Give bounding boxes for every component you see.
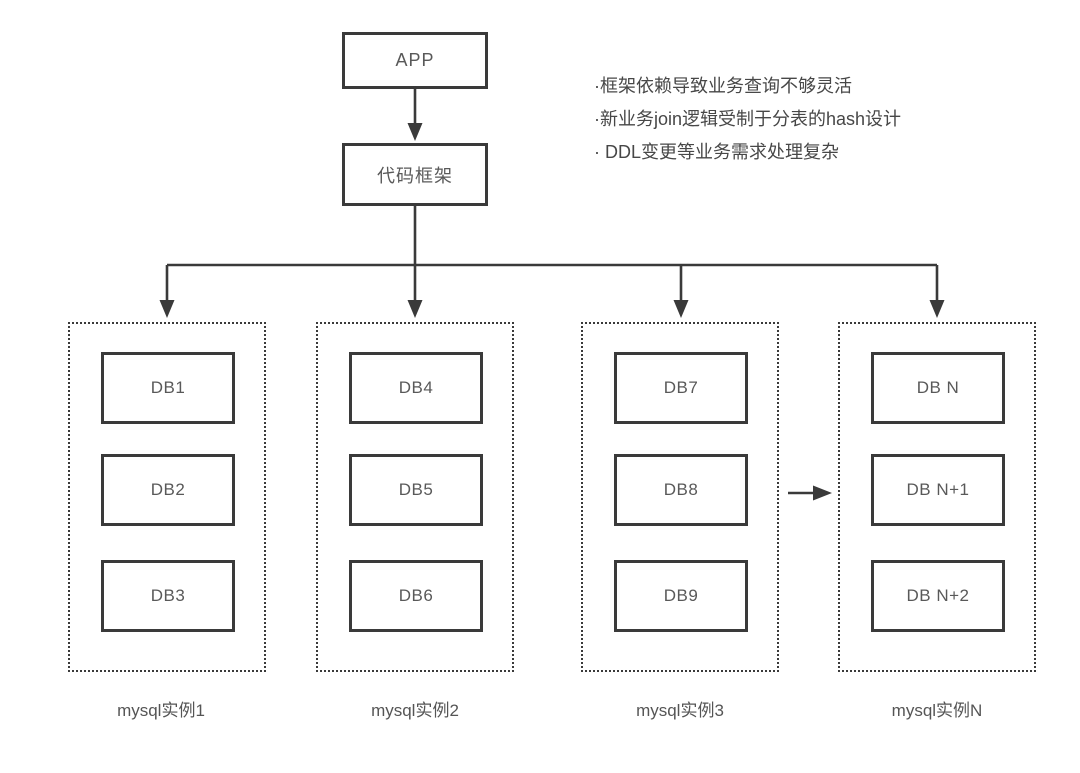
db-label: DB N+1 — [906, 480, 970, 499]
db-label: DB8 — [663, 480, 699, 499]
db-node: DB3 — [101, 560, 235, 632]
db-node: DB7 — [614, 352, 748, 424]
code-framework-label: 代码框架 — [377, 165, 453, 186]
mysql-instance-2-label: mysql实例2 — [371, 701, 459, 720]
mysql-instance-1-group: DB1 DB2 DB3 — [68, 322, 266, 672]
db-node: DB N — [871, 352, 1005, 424]
mysql-instance-n-group: DB N DB N+1 DB N+2 — [838, 322, 1036, 672]
mysql-instance-3-label: mysql实例3 — [636, 701, 724, 720]
db-node: DB5 — [349, 454, 483, 526]
db-node: DB N+2 — [871, 560, 1005, 632]
annotation-line: ·新业务join逻辑受制于分表的hash设计 — [594, 109, 902, 129]
db-label: DB3 — [150, 586, 186, 605]
db-label: DB2 — [150, 480, 186, 499]
annotation-line: · DDL变更等业务需求处理复杂 — [594, 142, 840, 162]
db-label: DB4 — [398, 378, 434, 397]
db-label: DB5 — [398, 480, 434, 499]
mysql-instance-1-label: mysql实例1 — [117, 701, 205, 720]
db-node: DB9 — [614, 560, 748, 632]
db-node: DB1 — [101, 352, 235, 424]
db-node: DB2 — [101, 454, 235, 526]
mysql-instance-3-group: DB7 DB8 DB9 — [581, 322, 779, 672]
db-label: DB1 — [150, 378, 186, 397]
db-node: DB8 — [614, 454, 748, 526]
code-framework-node: 代码框架 — [342, 143, 488, 206]
app-node: APP — [342, 32, 488, 89]
app-node-label: APP — [395, 50, 435, 70]
db-label: DB N — [916, 378, 960, 397]
db-label: DB7 — [663, 378, 699, 397]
annotation-notes: ·框架依赖导致业务查询不够灵活 ·新业务join逻辑受制于分表的hash设计 ·… — [594, 70, 901, 169]
db-label: DB6 — [398, 586, 434, 605]
mysql-instance-2-group: DB4 DB5 DB6 — [316, 322, 514, 672]
annotation-line: ·框架依赖导致业务查询不够灵活 — [594, 76, 852, 96]
mysql-instance-n-label: mysql实例N — [891, 701, 983, 720]
db-label: DB9 — [663, 586, 699, 605]
db-node: DB6 — [349, 560, 483, 632]
db-node: DB4 — [349, 352, 483, 424]
db-node: DB N+1 — [871, 454, 1005, 526]
db-label: DB N+2 — [906, 586, 970, 605]
